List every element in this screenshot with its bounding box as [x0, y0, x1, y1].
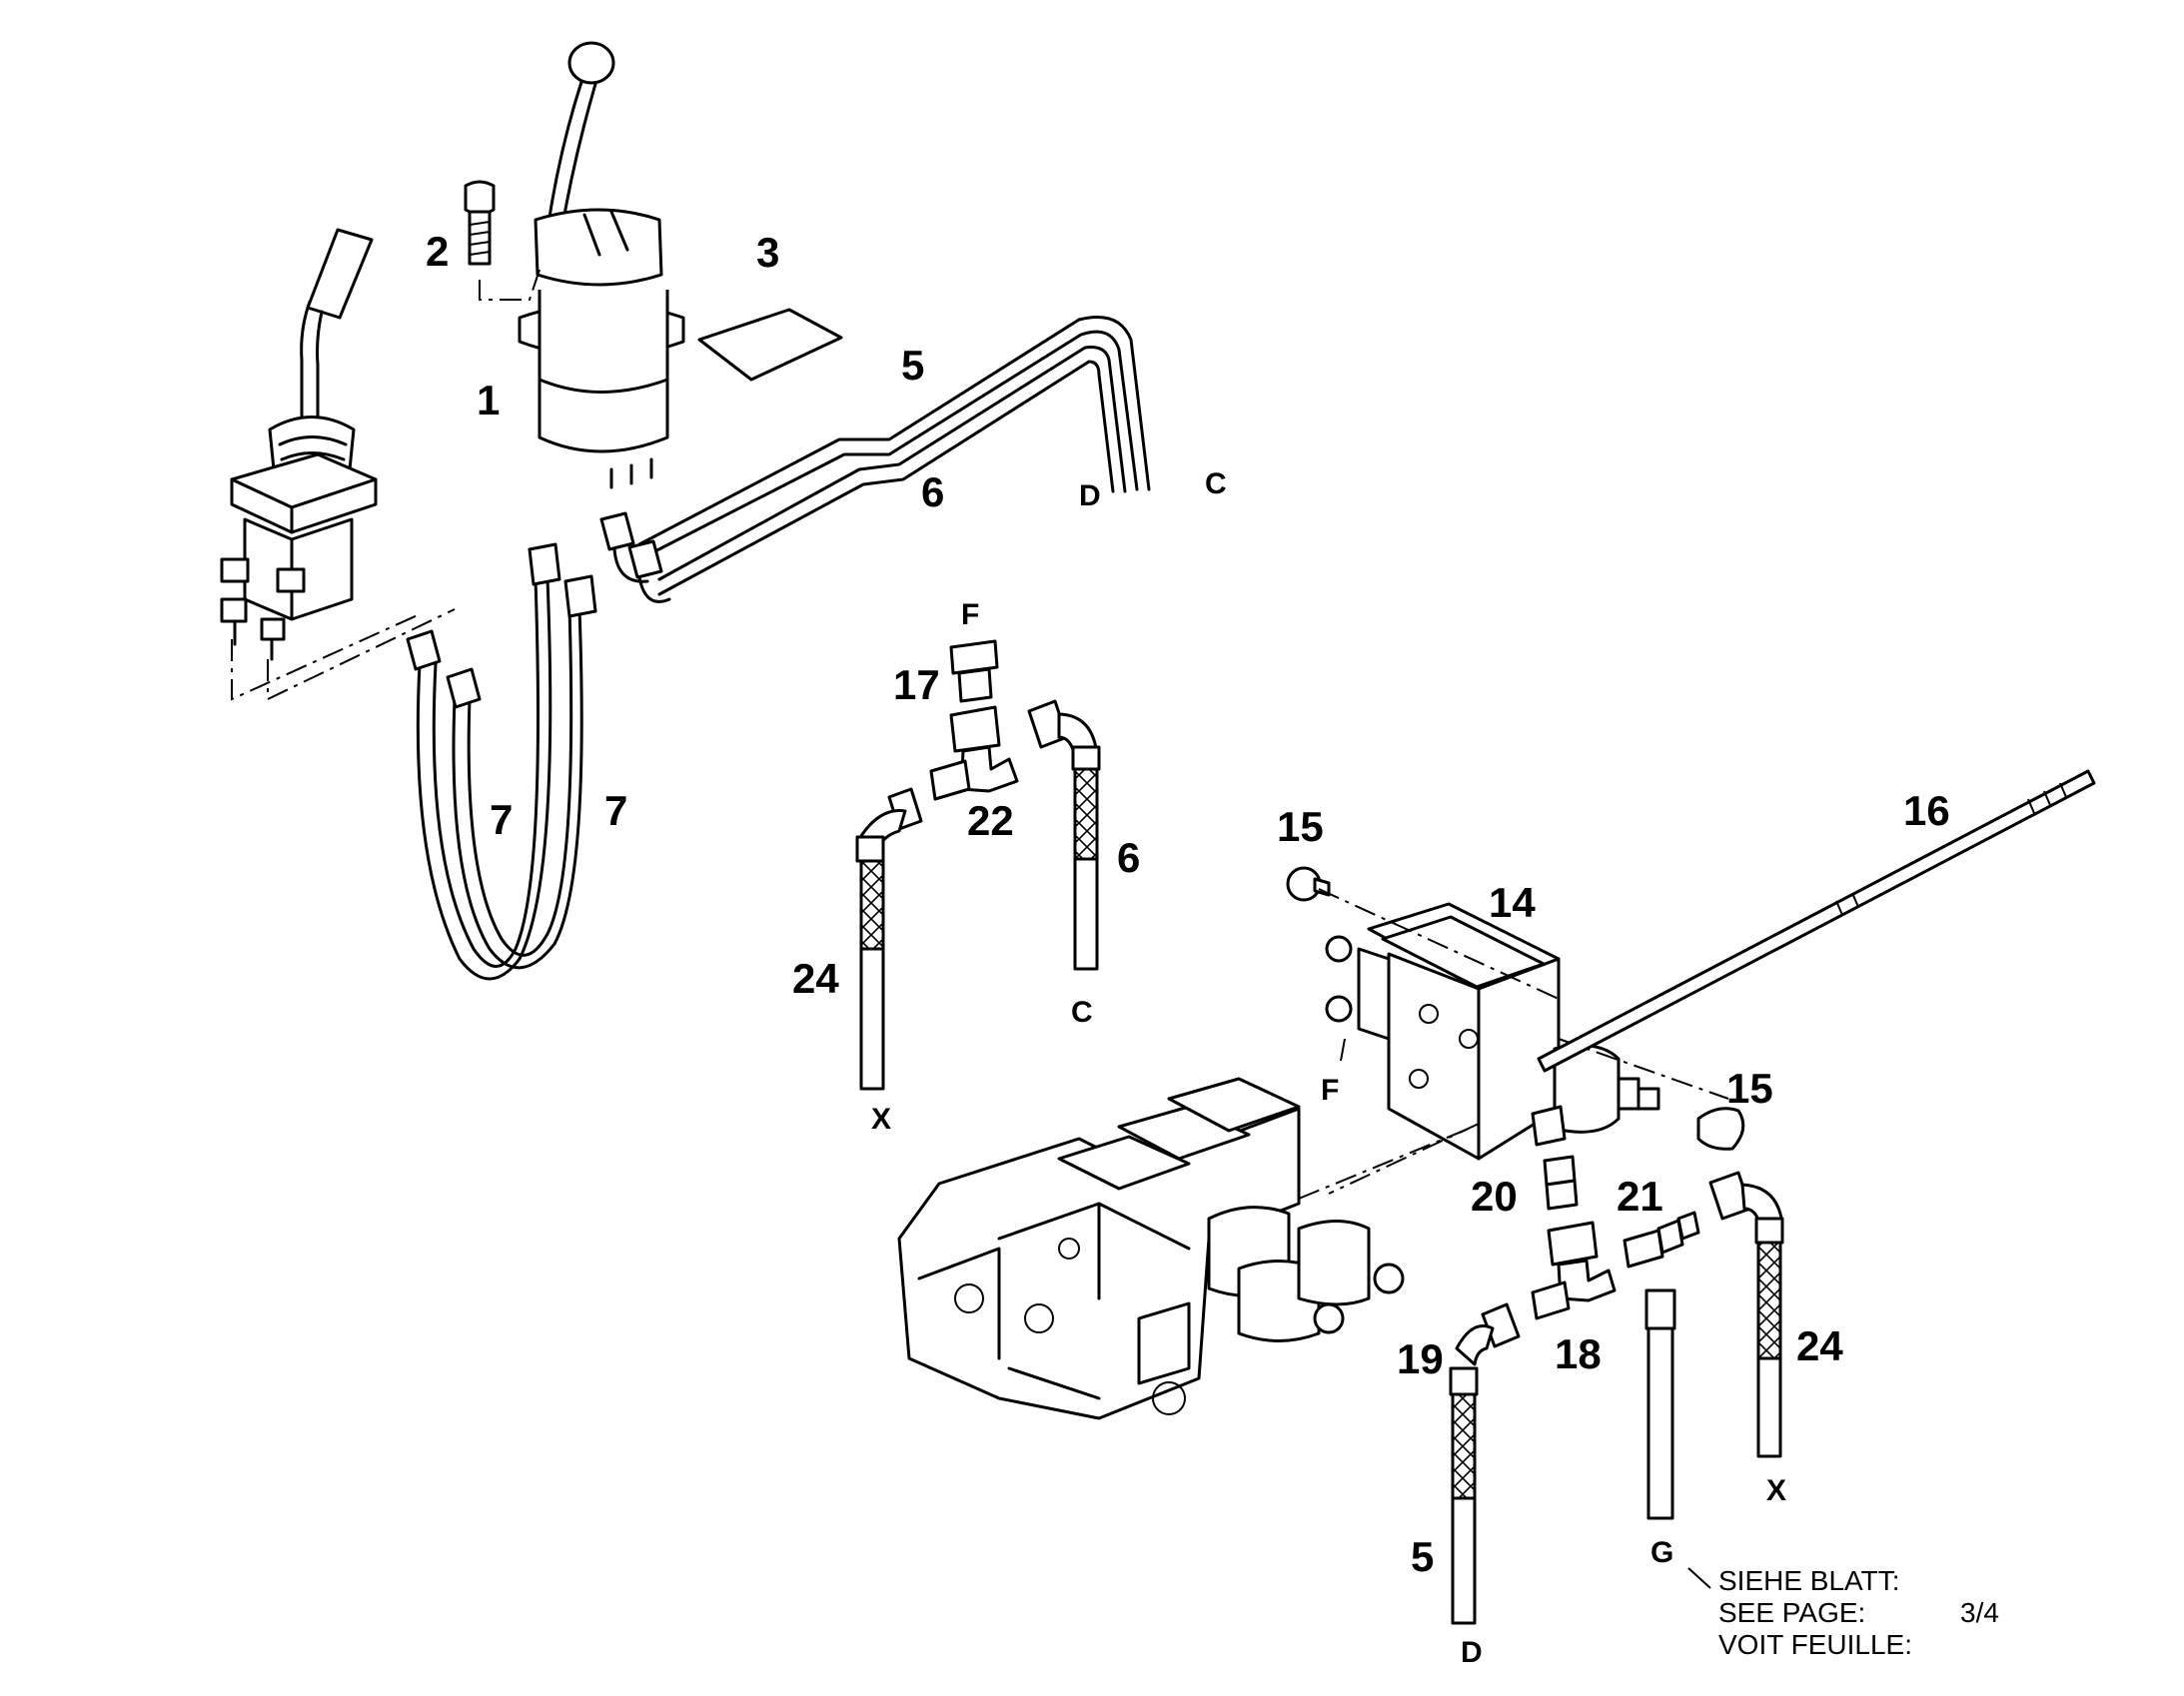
part-number-label: 24: [1796, 1322, 1843, 1369]
hose-5-lower: [1449, 1366, 1479, 1625]
part-number-label: 18: [1555, 1330, 1602, 1377]
part-number-label: 21: [1617, 1173, 1663, 1220]
see-page-reference-note: SIEHE BLATT: SEE PAGE: VOIT FEUILLE: 3/4: [1718, 1565, 1999, 1660]
hose-6-lower: [1027, 699, 1101, 971]
connection-letter: C: [1205, 467, 1227, 500]
connection-letter: F: [961, 598, 979, 631]
part-number-label: 5: [901, 342, 924, 389]
tee-fitting-18: [1531, 1221, 1617, 1320]
fitting-20: [1543, 1155, 1579, 1211]
part-number-label: 2: [426, 228, 449, 275]
main-control-valve-block: [897, 1077, 1405, 1420]
screw-leader: [479, 269, 541, 301]
part-number-label: 22: [967, 797, 1014, 844]
part-number-label: 20: [1471, 1173, 1518, 1220]
fitting-17: [949, 639, 999, 703]
hose-g: [1644, 1288, 1676, 1520]
rotation-mark: [1340, 1038, 1346, 1062]
tee-fitting-21: [1623, 1211, 1700, 1269]
part-number-label: 19: [1397, 1335, 1444, 1382]
pilot-hoses-7: [406, 542, 597, 981]
part-number-label: 3: [756, 229, 779, 276]
hose-24-upper: [855, 787, 923, 1091]
part-number-label: 6: [1117, 834, 1140, 881]
tie-rod-16-thread: [1835, 782, 2067, 916]
gasket-3: [697, 308, 843, 382]
part-number-label: 6: [921, 468, 944, 515]
hose-24-lower: [1708, 1171, 1784, 1458]
part-number-label: 5: [1411, 1533, 1434, 1580]
connection-letter: X: [1766, 1474, 1786, 1507]
connection-letter: D: [1079, 479, 1101, 512]
part-number-label: 1: [477, 377, 500, 424]
part-number-label: 16: [1903, 787, 1950, 834]
part-number-label: 15: [1277, 803, 1324, 850]
tee-fitting-22: [929, 705, 1019, 801]
cap-15-right: [1696, 1107, 1745, 1151]
single-lever-valve-1: [518, 41, 685, 489]
part-number-label: 7: [604, 787, 627, 834]
reference-note-en: SEE PAGE:: [1718, 1597, 1865, 1628]
reference-note-de: SIEHE BLATT:: [1718, 1565, 1900, 1596]
connection-letter: D: [1461, 1636, 1483, 1669]
part-number-label: 24: [792, 955, 839, 1002]
elbow-fitting-19: [1455, 1302, 1521, 1366]
connection-letter: C: [1071, 996, 1093, 1029]
connection-letter: F: [1321, 1074, 1339, 1107]
valve-block-leader: [1298, 1128, 1470, 1200]
reference-page-number: 3/4: [1960, 1597, 1999, 1628]
part-number-label: 17: [893, 661, 940, 708]
tie-rod-16: [1537, 769, 2096, 1073]
connection-letter: G: [1650, 1536, 1673, 1569]
part-number-label: 7: [490, 796, 513, 843]
joystick-control-valve: [220, 228, 378, 661]
connection-letter: X: [871, 1103, 891, 1136]
part-number-label: 14: [1489, 879, 1536, 926]
reference-note-fr: VOIT FEUILLE:: [1718, 1629, 1912, 1660]
screw-2: [464, 180, 496, 266]
pilot-tubes-5-6: [599, 316, 1151, 603]
joystick-port-leader: [231, 608, 456, 701]
g-leader-line: [1687, 1567, 1711, 1589]
part-number-label: 15: [1726, 1065, 1773, 1112]
valve-section-14: [1286, 866, 1660, 1161]
